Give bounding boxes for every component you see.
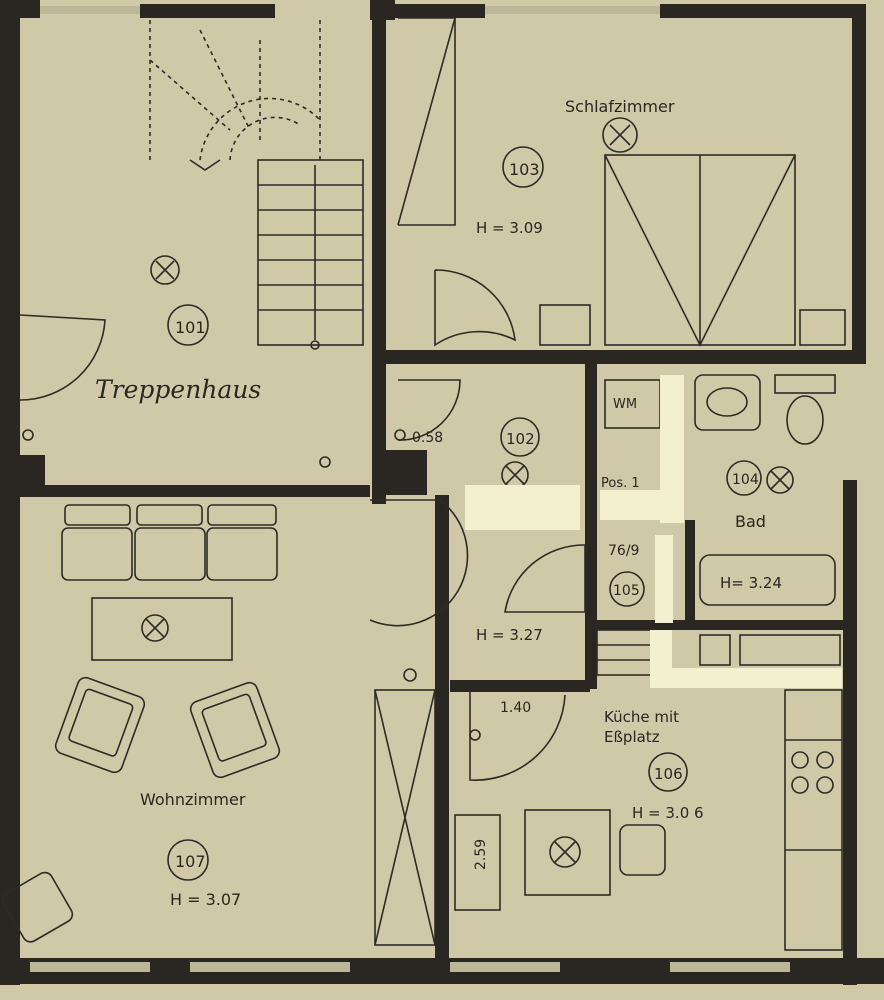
- nightstand-right: [799, 309, 846, 346]
- room-height-103: H = 3.09: [476, 219, 543, 237]
- armchair-right: [189, 681, 281, 779]
- room-height-106: H = 3.0 6: [632, 804, 704, 822]
- wardrobe-diagonal: [397, 17, 456, 226]
- doors: [19, 17, 586, 781]
- room-number-104: 104: [732, 472, 759, 488]
- wardrobe-bedroom: [398, 17, 456, 226]
- ceiling-light-bedroom: [602, 117, 638, 153]
- patch-6: [650, 668, 842, 688]
- window-top-right: [485, 6, 660, 14]
- dim-76-9: 76/9: [608, 543, 639, 559]
- stair-light: [22, 255, 331, 468]
- interior-wall-bedroom-south: [372, 350, 862, 364]
- interior-wall-bath-hall: [585, 364, 597, 689]
- toilet: [786, 395, 824, 445]
- sofa-seat-3: [206, 527, 278, 581]
- outer-wall-right-lower: [843, 480, 857, 985]
- room-number-105: 105: [613, 583, 640, 599]
- sofa-back-3: [207, 504, 277, 526]
- room-number-106: 106: [654, 765, 683, 783]
- room-name-treppenhaus: Treppenhaus: [95, 375, 261, 404]
- room-number-circles: [167, 146, 762, 881]
- ceiling-light-living: [141, 614, 169, 642]
- labels: Treppenhaus 101 Schlafzimmer 103 H = 3.0…: [95, 97, 782, 909]
- door-bedroom: [434, 269, 516, 347]
- door-living: [369, 499, 469, 627]
- sofa-back-2: [136, 504, 203, 526]
- sofa-seat-2: [134, 527, 206, 581]
- patch-2: [465, 485, 580, 530]
- door-hall: [504, 544, 586, 613]
- interior-wall-stair-living: [0, 485, 370, 497]
- wall-pier-bottom: [355, 958, 445, 984]
- staircase: [149, 20, 364, 350]
- sofa-seat-1: [61, 527, 133, 581]
- kitchen-furniture: [454, 689, 843, 951]
- dim-058: 0.58: [412, 430, 443, 446]
- bath-fixtures: [596, 374, 841, 676]
- chimney-flue: [392, 465, 412, 483]
- window-bottom-right: [670, 962, 790, 972]
- room-name-kueche-1: Küche mit: [604, 708, 679, 726]
- patch-3: [600, 490, 670, 520]
- outer-wall-right-upper: [852, 4, 866, 364]
- hall-wardrobe: [374, 668, 436, 946]
- correction-patches: [465, 375, 842, 688]
- interior-wall-kitchen-north: [450, 680, 590, 692]
- dim-140: 1.40: [500, 700, 531, 716]
- window-bottom-kitchen: [450, 962, 560, 972]
- dining-table: [524, 809, 611, 896]
- dim-259: 2.59: [473, 839, 489, 870]
- chair-corner: [2, 871, 74, 943]
- armchair-left: [54, 676, 146, 774]
- label-pos: Pos. 1: [601, 476, 640, 491]
- room-name-kueche-2: Eßplatz: [604, 728, 660, 746]
- bedroom-furniture: [539, 117, 846, 347]
- room-name-schlafzimmer: Schlafzimmer: [565, 97, 675, 116]
- window-bottom-left: [30, 962, 150, 972]
- interior-wall-hall-kitchen: [435, 495, 449, 960]
- interior-wall-bath-south: [590, 620, 845, 630]
- room-height-107: H = 3.07: [170, 890, 241, 909]
- outer-wall-top-d: [660, 4, 860, 18]
- nightstand-left: [539, 304, 591, 346]
- room-height-104: H= 3.24: [720, 574, 782, 592]
- room-number-102: 102: [506, 430, 535, 448]
- window-top-left: [40, 6, 140, 14]
- windows: [30, 6, 790, 972]
- sofa-back-1: [64, 504, 131, 526]
- patch-4: [655, 535, 673, 623]
- door-stair: [19, 314, 106, 401]
- interior-wall-storage: [685, 520, 695, 630]
- kitchen-counter: [784, 689, 843, 951]
- dining-chair: [619, 824, 666, 876]
- bathtub: [699, 554, 836, 606]
- outer-wall-top-a: [140, 4, 275, 18]
- living-furniture: [2, 504, 281, 943]
- outer-wall-top-c: [395, 4, 485, 18]
- room-name-wohnzimmer: Wohnzimmer: [140, 790, 246, 809]
- room-number-103: 103: [509, 160, 540, 179]
- label-wm: WM: [613, 397, 637, 412]
- door-kitchen: [469, 690, 566, 781]
- room-name-bad: Bad: [735, 512, 766, 531]
- room-number-101: 101: [175, 318, 206, 337]
- washbasin: [694, 374, 761, 431]
- room-number-107: 107: [175, 852, 206, 871]
- window-bottom-mid: [190, 962, 350, 972]
- outer-wall-top-left: [0, 0, 40, 18]
- ceiling-light-bath: [766, 466, 794, 494]
- room-height-diele: H = 3.27: [476, 626, 543, 644]
- chimney-left: [0, 455, 45, 495]
- interior-wall-stair-bedroom: [372, 4, 386, 504]
- door-flur: [397, 379, 461, 441]
- coffee-table: [91, 597, 233, 661]
- kitchen-cabinet: [454, 814, 501, 911]
